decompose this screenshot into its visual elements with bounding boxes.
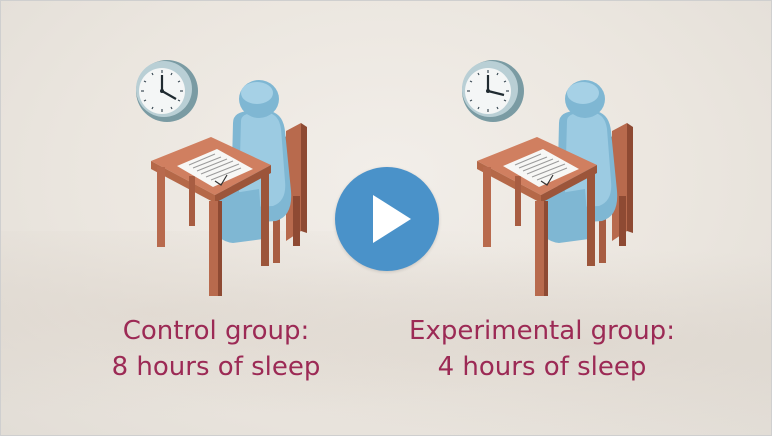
test-paper [503, 149, 579, 187]
desk-icon [151, 137, 271, 296]
play-button[interactable] [335, 167, 439, 271]
test-paper [177, 149, 253, 187]
control-group-title: Control group: [122, 316, 310, 346]
control-group-caption: Control group: 8 hours of sleep [46, 313, 386, 385]
play-icon [373, 195, 411, 243]
experimental-group-detail: 4 hours of sleep [437, 352, 647, 382]
control-group-illustration [136, 60, 307, 296]
experimental-group-illustration [462, 60, 633, 296]
experimental-group-title: Experimental group: [409, 316, 675, 346]
control-group-detail: 8 hours of sleep [111, 352, 321, 382]
desk-icon [477, 137, 597, 296]
clock-icon [136, 60, 198, 122]
clock-icon [462, 60, 524, 122]
experimental-group-caption: Experimental group: 4 hours of sleep [372, 313, 712, 385]
